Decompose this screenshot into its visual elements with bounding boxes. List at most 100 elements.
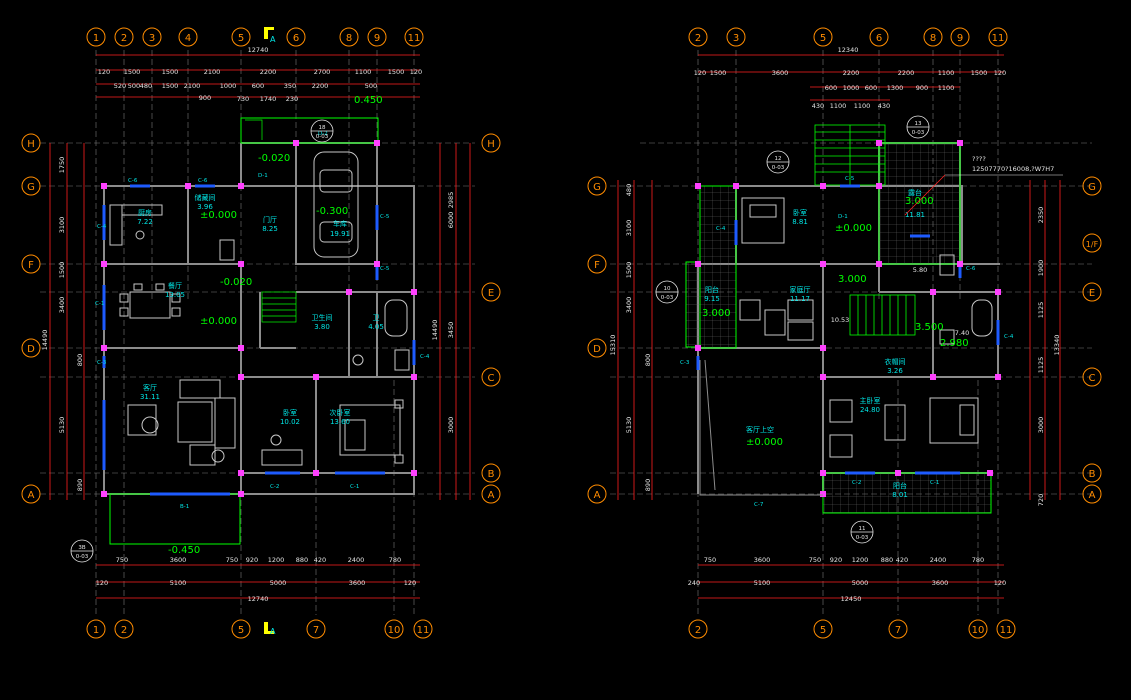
svg-text:2200: 2200 <box>843 69 860 77</box>
right-dimension-texts: 12340 120 1500 3600 2200 2200 1100 1500 … <box>688 46 1006 603</box>
svg-text:G: G <box>593 182 601 193</box>
svg-text:430: 430 <box>878 102 890 110</box>
svg-text:10.53: 10.53 <box>831 316 850 324</box>
svg-text:B-1: B-1 <box>180 504 189 510</box>
svg-text:3400: 3400 <box>58 297 66 314</box>
svg-text:900: 900 <box>916 84 928 92</box>
svg-text:11.81: 11.81 <box>905 211 925 219</box>
svg-text:6000: 6000 <box>447 212 455 229</box>
svg-text:F: F <box>28 260 34 271</box>
svg-text:露台: 露台 <box>908 188 922 197</box>
room-area: 8.25 <box>262 225 278 233</box>
svg-text:1900: 1900 <box>1037 260 1045 277</box>
svg-text:1100: 1100 <box>938 84 955 92</box>
svg-text:C-3: C-3 <box>680 360 690 366</box>
svg-text:9: 9 <box>957 33 963 44</box>
svg-text:750: 750 <box>226 556 238 564</box>
svg-text:3000: 3000 <box>447 417 455 434</box>
svg-text:2400: 2400 <box>348 556 365 564</box>
svg-text:客厅上空: 客厅上空 <box>746 425 774 434</box>
elevation-mark: ±0.000 <box>200 316 237 327</box>
right-top-axis-bubbles <box>688 27 1008 47</box>
svg-text:1/F: 1/F <box>1086 240 1099 249</box>
svg-text:3600: 3600 <box>170 556 187 564</box>
svg-text:120: 120 <box>994 69 1006 77</box>
left-porch <box>109 117 379 545</box>
svg-text:A: A <box>270 35 276 44</box>
axis-label: 1 <box>93 33 99 44</box>
right-bottom-axis-labels: 2 5 7 10 11 <box>695 625 1013 636</box>
svg-text:阳台: 阳台 <box>705 285 719 294</box>
right-vertical-dim-texts: 15310 480 3100 1500 3400 5130 800 890 23… <box>609 184 1061 506</box>
right-side-axis-bubbles <box>587 176 1102 504</box>
room-name: 门厅 <box>263 215 277 224</box>
svg-text:120: 120 <box>96 579 108 587</box>
room-area: 7.22 <box>137 218 153 226</box>
left-bottom-axis-labels: 1 2 5 7 10 11 <box>93 625 430 636</box>
kitchen-counter-icon <box>109 204 163 246</box>
svg-text:2985: 2985 <box>447 192 455 209</box>
svg-text:H: H <box>27 139 35 150</box>
svg-text:480: 480 <box>140 82 152 90</box>
svg-text:780: 780 <box>972 556 984 564</box>
axis-label: 2 <box>121 33 127 44</box>
svg-text:1000: 1000 <box>843 84 860 92</box>
svg-text:±0.000: ±0.000 <box>835 223 872 234</box>
svg-text:C-7: C-7 <box>754 502 764 508</box>
axis-label: 9 <box>374 33 380 44</box>
svg-text:C-5: C-5 <box>380 214 390 220</box>
svg-text:12507770?16008,?W7H7: 12507770?16008,?W7H7 <box>972 165 1054 173</box>
svg-text:430: 430 <box>812 102 824 110</box>
left-dimension-lines <box>49 54 471 599</box>
right-bed-icon <box>741 197 979 444</box>
svg-text:3.26: 3.26 <box>887 367 903 375</box>
svg-text:阳台: 阳台 <box>893 481 907 490</box>
svg-text:C-5: C-5 <box>845 176 855 182</box>
left-dimension-texts: 12740 120 1500 1500 2100 2200 2700 1100 … <box>96 46 422 603</box>
svg-text:A: A <box>594 490 601 501</box>
svg-text:6: 6 <box>876 33 882 44</box>
svg-text:1125: 1125 <box>1037 302 1045 319</box>
svg-text:B: B <box>488 469 495 480</box>
room-name: 卧室 <box>283 408 297 417</box>
svg-text:C: C <box>1089 373 1096 384</box>
svg-text:3600: 3600 <box>754 556 771 564</box>
svg-text:750: 750 <box>704 556 716 564</box>
svg-text:C-6: C-6 <box>198 178 208 184</box>
svg-text:15310: 15310 <box>609 335 617 356</box>
svg-text:5100: 5100 <box>170 579 187 587</box>
svg-text:1500: 1500 <box>971 69 988 77</box>
sofa-set-icon <box>127 379 236 466</box>
svg-text:3600: 3600 <box>772 69 789 77</box>
svg-text:3450: 3450 <box>447 322 455 339</box>
svg-text:C-3: C-3 <box>97 360 107 366</box>
svg-text:5100: 5100 <box>754 579 771 587</box>
svg-text:720: 720 <box>1037 494 1045 506</box>
left-element-labels: C-1 C-6 C-6 C-4 C-3 C-5 C-5 C-4 C-2 C-1 … <box>95 131 430 510</box>
svg-text:920: 920 <box>830 556 842 564</box>
left-vertical-dim-texts: 14490 1750 3100 1500 3400 5130 800 890 2… <box>41 157 455 491</box>
room-name: 卫 <box>373 314 380 322</box>
svg-text:8.81: 8.81 <box>792 218 808 226</box>
svg-text:3400: 3400 <box>625 297 633 314</box>
svg-text:11: 11 <box>859 526 866 532</box>
right-terraces <box>685 142 992 514</box>
svg-text:240: 240 <box>688 579 700 587</box>
svg-text:780: 780 <box>389 556 401 564</box>
left-top-axis-bubbles <box>86 27 424 47</box>
axis-label: 5 <box>238 33 244 44</box>
axis-label: 11 <box>408 33 421 44</box>
car-icon <box>313 151 359 258</box>
svg-text:1000: 1000 <box>220 82 237 90</box>
svg-text:2200: 2200 <box>260 68 277 76</box>
svg-text:1100: 1100 <box>854 102 871 110</box>
svg-text:2350: 2350 <box>1037 207 1045 224</box>
left-side-axis-bubbles <box>21 133 501 504</box>
svg-text:C-1: C-1 <box>930 480 939 486</box>
svg-text:1500: 1500 <box>58 262 66 279</box>
svg-text:420: 420 <box>896 556 908 564</box>
bathroom-fixtures-icon <box>219 239 410 371</box>
room-name: 餐厅 <box>168 281 182 290</box>
room-area: 3.80 <box>314 323 330 331</box>
svg-text:1500: 1500 <box>124 68 141 76</box>
